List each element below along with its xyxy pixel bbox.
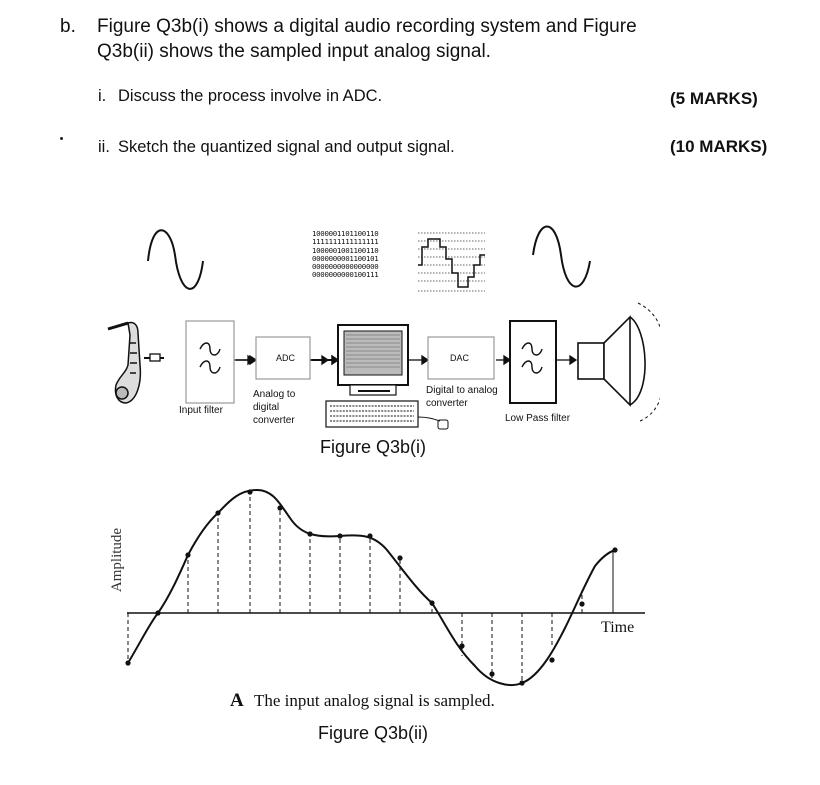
adc-caption-line: digital bbox=[253, 402, 280, 413]
amplitude-label: Amplitude bbox=[109, 528, 125, 593]
part-ii-label: ii. bbox=[98, 138, 110, 156]
computer-icon bbox=[325, 324, 449, 430]
time-label: Time bbox=[601, 619, 634, 636]
arrow-dac-lpf bbox=[496, 354, 512, 366]
figure-2-caption: Figure Q3b(ii) bbox=[318, 723, 429, 743]
arrow-adc-computer bbox=[312, 354, 340, 366]
staircase-wave bbox=[418, 232, 485, 292]
saxophone-icon bbox=[107, 321, 142, 404]
note-text: The input analog signal is sampled. bbox=[253, 691, 495, 710]
filter-symbol-icon bbox=[199, 342, 221, 374]
figure-1-graphics bbox=[107, 225, 660, 430]
binary-line: 1111111111111111 bbox=[312, 237, 379, 247]
sample-lines bbox=[187, 492, 614, 683]
binary-line: 1000001101100110 bbox=[312, 229, 379, 238]
binary-line: 0000000001100101 bbox=[312, 253, 379, 263]
question-line-2: Q3b(ii) shows the sampled input analog s… bbox=[97, 41, 491, 62]
part-i-marks: (5 MARKS) bbox=[670, 89, 758, 108]
lpf-symbol-icon bbox=[521, 342, 543, 374]
lpf-block bbox=[509, 320, 557, 404]
analog-signal-curve bbox=[127, 488, 616, 686]
figure-q3b-i: 1000001101100110 1111111111111111 100000… bbox=[100, 225, 660, 465]
part-i-text: Discuss the process involve in ADC. bbox=[118, 87, 383, 105]
figure-2-note: A The input analog signal is sampled. bbox=[230, 690, 495, 712]
mouse-icon bbox=[437, 419, 449, 430]
part-ii-marks: (10 MARKS) bbox=[670, 137, 768, 156]
binary-line: 1000001001100110 bbox=[312, 245, 379, 255]
dac-block bbox=[427, 336, 495, 380]
part-ii-text: Sketch the quantized signal and output s… bbox=[118, 138, 455, 156]
lpf-caption: Low Pass filter bbox=[505, 413, 571, 424]
input-filter-block bbox=[185, 320, 235, 404]
binary-line: 0000000000000000 bbox=[312, 262, 379, 272]
microphone-icon bbox=[149, 353, 161, 362]
speaker-icon bbox=[577, 302, 660, 422]
binary-data: 1000001101100110 1111111111111111 100000… bbox=[312, 229, 379, 280]
adc-block bbox=[255, 336, 311, 380]
binary-line: 0000000000100111 bbox=[312, 270, 379, 280]
arrow-filter-adc bbox=[236, 354, 258, 366]
part-i-label: i. bbox=[98, 87, 107, 105]
arrow-lpf-speaker bbox=[556, 354, 578, 366]
input-sine-wave bbox=[147, 229, 204, 290]
figure-q3b-ii: Amplitude Time bbox=[109, 488, 645, 686]
question-line-1: Figure Q3b(i) shows a digital audio reco… bbox=[97, 16, 637, 37]
dac-label: DAC bbox=[450, 353, 470, 363]
arrow-computer-dac bbox=[408, 354, 430, 366]
dac-caption-line: Digital to analog bbox=[426, 385, 498, 396]
dac-caption: Digital to analog converter bbox=[426, 384, 498, 410]
bullet-dot bbox=[60, 137, 63, 140]
question-label: b. bbox=[60, 16, 76, 37]
adc-caption-line: converter bbox=[253, 415, 295, 426]
output-sine-wave bbox=[532, 225, 591, 288]
adc-caption-line: Analog to bbox=[253, 389, 296, 400]
figure-1-caption: Figure Q3b(i) bbox=[320, 437, 427, 457]
dac-caption-line: converter bbox=[426, 398, 468, 409]
sample-points bbox=[125, 489, 618, 686]
input-filter-caption: Input filter bbox=[179, 405, 223, 416]
note-letter: A bbox=[230, 690, 244, 711]
adc-caption: Analog to digital converter bbox=[253, 388, 295, 427]
adc-label: ADC bbox=[276, 353, 296, 363]
